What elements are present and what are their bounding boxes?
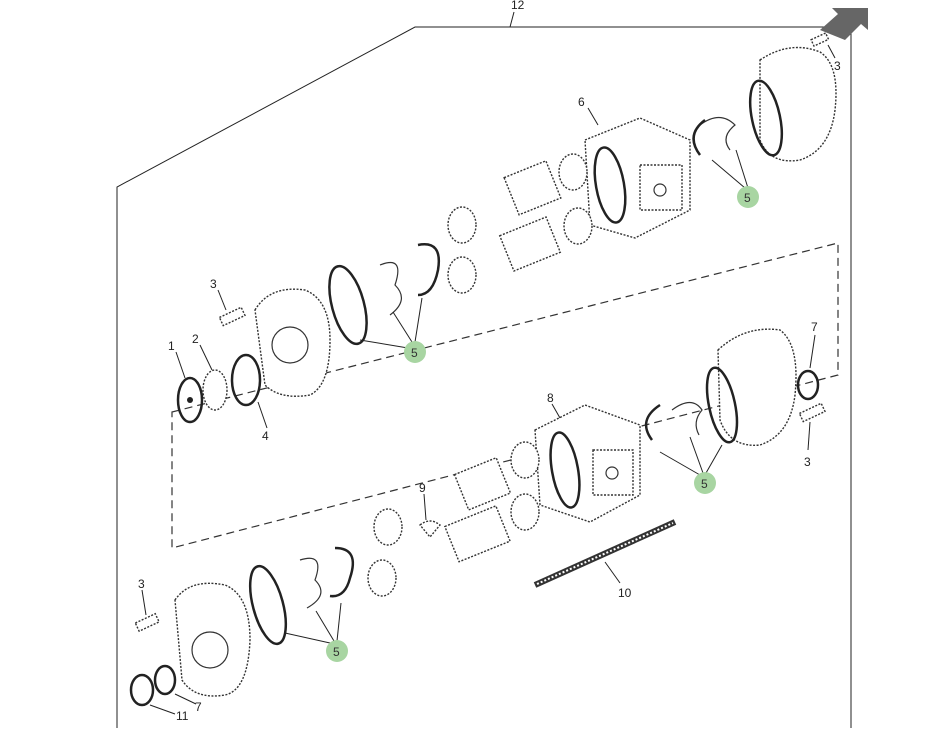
seal — [417, 243, 441, 297]
o-ring — [705, 366, 739, 444]
label-8: 8 — [547, 391, 554, 405]
label-7-right: 7 — [811, 320, 818, 334]
svg-text:5: 5 — [411, 346, 418, 360]
o-ring-4 — [230, 353, 262, 407]
label-7-left: 7 — [195, 700, 202, 714]
callout-5-lower-left[interactable]: 5 — [284, 602, 348, 662]
bearing-7-right — [796, 369, 820, 401]
seal — [379, 261, 402, 316]
drive-gear — [503, 159, 562, 216]
label-9: 9 — [419, 481, 426, 495]
bushing — [558, 153, 588, 191]
o-ring — [748, 79, 784, 157]
label-3-lower-right: 3 — [804, 455, 811, 469]
seal — [699, 116, 736, 151]
spacer — [202, 369, 228, 411]
leader-12 — [509, 11, 515, 28]
navigate-arrow-icon[interactable] — [820, 8, 868, 40]
bearing-7-left — [153, 664, 177, 696]
assembly-frame — [116, 26, 852, 728]
cap-screw-icon — [218, 306, 246, 327]
label-2: 2 — [192, 332, 199, 346]
driven-gear — [498, 216, 562, 272]
label-6: 6 — [578, 95, 585, 109]
svg-text:5: 5 — [701, 477, 708, 491]
front-cover-lower — [174, 582, 251, 697]
front-cover-upper — [254, 288, 331, 397]
o-ring — [248, 564, 288, 646]
drive-gear — [453, 456, 512, 511]
label-3-upper-left: 3 — [210, 277, 217, 291]
callout-5-lower-right[interactable]: 5 — [659, 436, 723, 494]
label-4: 4 — [262, 429, 269, 443]
cap-screw-icon — [810, 32, 830, 48]
svg-text:5: 5 — [333, 645, 340, 659]
cap-screw-icon — [134, 612, 161, 633]
driven-gear — [443, 504, 511, 563]
cap-screw-icon — [798, 402, 826, 423]
snap-ring-11 — [129, 673, 155, 707]
key-9 — [419, 520, 441, 539]
label-1: 1 — [168, 339, 175, 353]
label-3-lower-left: 3 — [138, 577, 145, 591]
label-3-top-right: 3 — [834, 59, 841, 73]
o-ring — [328, 264, 368, 346]
seal — [692, 119, 706, 156]
rear-cover-upper — [759, 46, 837, 162]
label-11: 11 — [176, 709, 189, 723]
washer — [176, 376, 204, 424]
sub-assembly-dashed-box — [171, 242, 839, 549]
callout-5-upper-right[interactable]: 5 — [711, 149, 759, 208]
label-12: 12 — [511, 0, 525, 12]
label-10: 10 — [618, 586, 632, 600]
svg-text:5: 5 — [744, 191, 751, 205]
callout-5-upper-left[interactable]: 5 — [359, 297, 426, 363]
